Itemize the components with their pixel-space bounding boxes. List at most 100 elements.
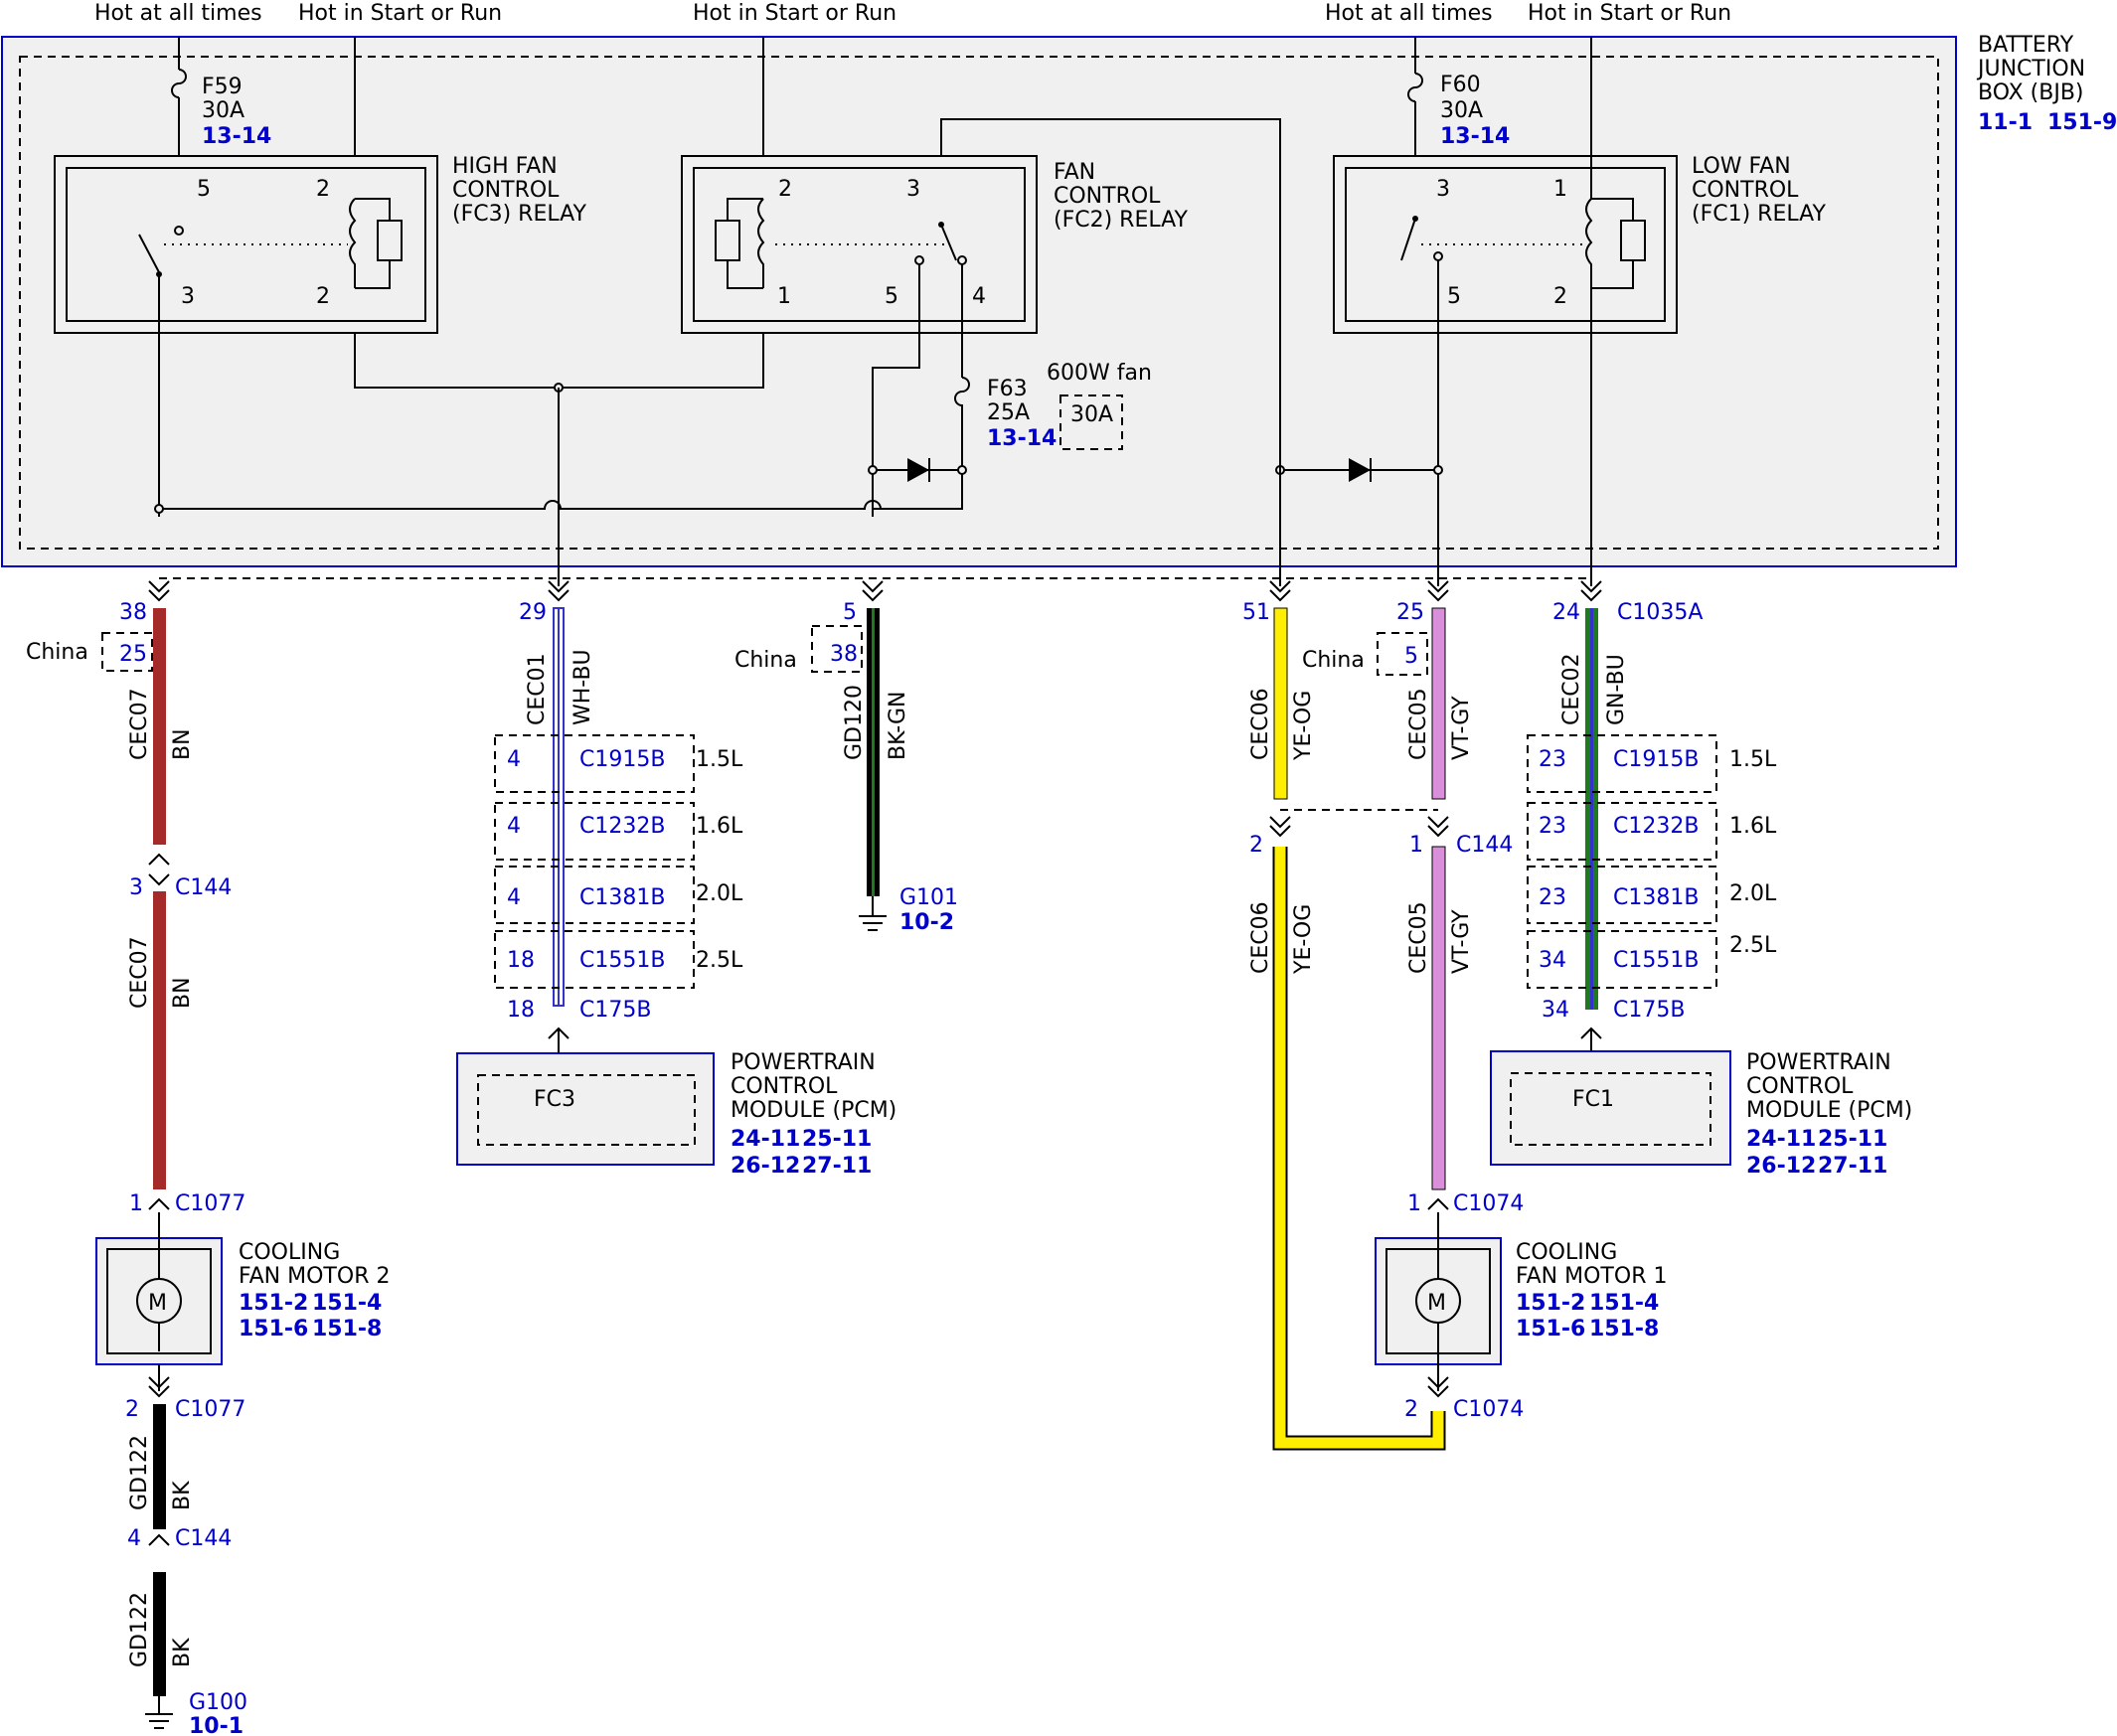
relay-fc2-resistor-wires [727,198,763,289]
wire-high-fan-bus [159,500,962,510]
splice-diode-fc1-b [1433,465,1443,475]
relay-fc3-pin-5: 5 [197,177,211,202]
relay-fc2-pin-2: 2 [778,177,792,202]
connector-c1077-label-bottom: C1077 [175,1397,245,1422]
relay-fc3-contact-no [174,226,184,236]
relay-fc2-pin-3: 3 [906,177,920,202]
pcm-fc3-ref-2: 25-11 [802,1127,872,1152]
relay-fc1-switch-arm [1400,218,1416,261]
wire-gd122-code-upper: GD122 [127,1435,152,1510]
pin-w1-c1077-b: 2 [125,1397,139,1422]
relay-fc3-resistor-wires [355,198,391,289]
pin-w6-c175b: 34 [1542,998,1569,1023]
pin-w5-c1074: 1 [1407,1191,1421,1216]
pin-w6-alt-2: 23 [1539,814,1566,839]
relay-fc3-coil [349,198,357,288]
china-label-w1: China [26,640,88,665]
pcm-fc3-label-3: MODULE (PCM) [731,1098,896,1123]
wire-cec05-upper [1431,607,1446,800]
engine-w6-4: 2.5L [1729,933,1777,958]
connector-c175b-w2: C175B [579,998,651,1023]
fuse-f63-symbol [873,377,970,510]
ground-g101-ref: 10-2 [899,910,954,935]
bjb-title-line1: BATTERY [1978,33,2074,58]
fuse-f63-rating: 25A [987,400,1030,425]
wire-gd120-code: GD120 [842,685,867,760]
relay-fc1-resistor [1620,220,1646,261]
pcm-fc1-label-1: POWERTRAIN [1746,1050,1891,1075]
relay-fc3-resistor [377,220,403,261]
relay-fc2-resistor [715,220,740,261]
wire-ye-og-color-lower: YE-OG [1291,904,1316,975]
relay-fc2-contact-5 [914,255,924,265]
wire-cec07-lower [153,891,166,1189]
wire-cec07-code-upper: CEC07 [127,688,152,760]
bjb-title-line3: BOX (BJB) [1978,80,2084,105]
supply-label-hot-all-f60: Hot at all times [1325,1,1493,26]
wire-wh-bu-color: WH-BU [570,649,595,725]
relay-fc2-pin-5: 5 [885,284,898,309]
connector-c144-w1 [148,853,170,886]
bjb-ref-2: 151-9 [2047,110,2117,135]
engine-w2-4: 2.5L [696,948,743,973]
china-box-w3 [811,625,863,673]
pin-w1-c144: 3 [129,875,143,900]
pcm-fc1-label-3: MODULE (PCM) [1746,1098,1912,1123]
pin-w2-top: 29 [519,600,547,625]
wire-gd122-lower [153,1572,166,1696]
relay-fc1-label-1: LOW FAN [1692,154,1791,179]
connector-c175b-w6: C175B [1613,998,1685,1023]
connector-c1074-label-top: C1074 [1453,1191,1524,1216]
connector-c1074-bottom [1427,1376,1449,1398]
fuse-f63-name: F63 [987,377,1028,401]
china-box-w5 [1377,632,1428,676]
fuse-f63-option-label: 600W fan [1047,361,1152,386]
relay-fc2-label-2: CONTROL [1054,184,1161,209]
pin-w2-c175b: 18 [507,998,535,1023]
relay-fc1-label-3: (FC1) RELAY [1692,202,1826,227]
relay-fc2-pin-4: 4 [972,284,986,309]
connector-c1551b-w6: C1551B [1613,948,1699,973]
pcm-fc3-inner [477,1074,696,1146]
engine-w6-2: 1.6L [1729,814,1777,839]
pcm-fc1-inner [1510,1072,1711,1146]
connector-c175b-w6-arrow [1580,1026,1602,1053]
motor-2-label-2: FAN MOTOR 2 [239,1264,390,1289]
pcm-fc3-pin-label: FC3 [534,1087,575,1112]
fuse-f60-symbol [1407,73,1423,102]
relay-fc2-switch-arm [940,224,957,261]
connector-c1074-label-bottom: C1074 [1453,1397,1524,1422]
pcm-fc1-ref-1: 24-11 [1746,1127,1816,1152]
connector-c1915b-w2: C1915B [579,747,665,772]
wire-gd122-upper [153,1404,166,1529]
wire-bk-color-upper: BK [170,1481,195,1510]
pin-w4-c144: 2 [1249,833,1263,858]
china-box-w1 [101,632,153,672]
relay-fc3-inner [66,167,426,322]
china-label-w5: China [1302,648,1365,673]
pin-w1-china: 25 [119,642,147,667]
pin-w2-alt-2: 4 [507,814,521,839]
ground-g101-symbol [859,896,887,931]
wire-vt-gy-color-lower: VT-GY [1449,909,1474,974]
bjb-inner-outline [19,56,1939,550]
connector-c1077-bottom [148,1376,170,1398]
connector-c1035a-label: C1035A [1617,600,1703,625]
relay-fc1-coil [1585,198,1593,288]
connector-c1551b-w2: C1551B [579,948,665,973]
connector-c1074-top [1427,1197,1449,1210]
ground-g100-label: G100 [189,1690,247,1715]
connector-c1381b-w2: C1381B [579,885,665,910]
pcm-fc3-ref-4: 27-11 [802,1154,872,1179]
connector-c144-w1-label: C144 [175,875,232,900]
pin-w1-top: 38 [119,600,147,625]
motor-1-m: M [1427,1291,1446,1316]
pcm-fc1-ref-4: 27-11 [1818,1154,1887,1179]
connector-c175b-w2-arrow [548,1026,570,1055]
pin-w1-c144-b: 4 [127,1526,141,1551]
motor-1-label-2: FAN MOTOR 1 [1516,1264,1667,1289]
motor-2-symbol [136,1278,182,1324]
wire-cec05-lower [1431,846,1446,1190]
relay-fc3-label-1: HIGH FAN [452,154,558,179]
